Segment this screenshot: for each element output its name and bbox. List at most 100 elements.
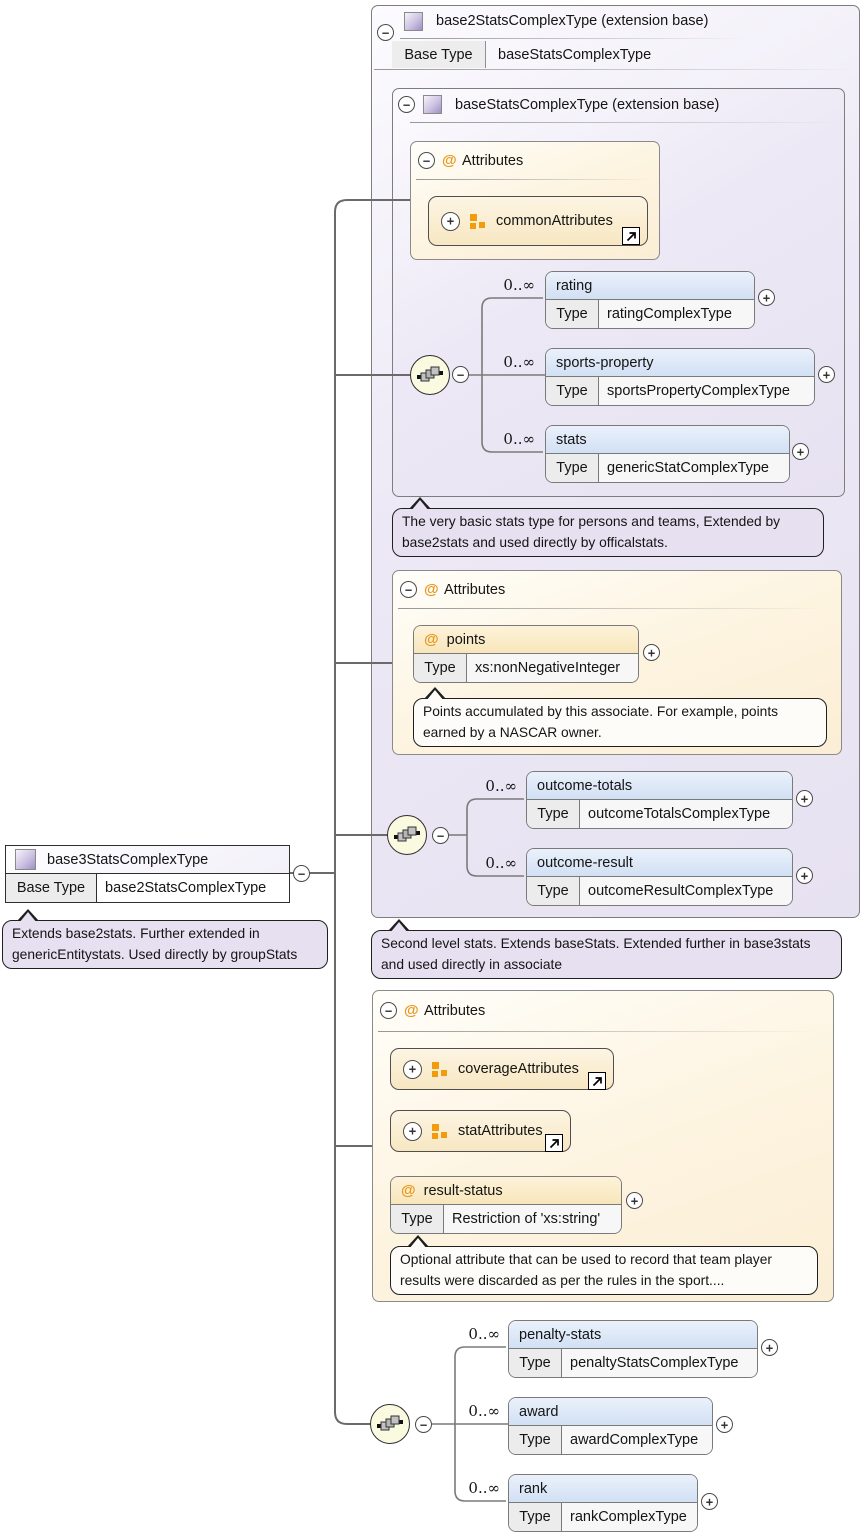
cardinality: 0..∞ [468, 1402, 500, 1420]
element-penalty-stats[interactable]: penalty-stats Type penaltyStatsComplexTy… [508, 1320, 758, 1378]
element-name: outcome-result [527, 849, 792, 877]
divider [400, 38, 746, 39]
expand-toggle-award[interactable]: + [716, 1416, 733, 1433]
sequence-icon [394, 826, 420, 842]
collapse-toggle-sequence3[interactable]: − [415, 1416, 432, 1433]
attribute-group-commonattributes[interactable]: + commonAttributes [428, 196, 648, 246]
attribute-result-status[interactable]: @ result-status Type Restriction of 'xs:… [390, 1176, 622, 1234]
type-label: Type [414, 654, 467, 682]
base2-title: base2StatsComplexType (extension base) [436, 13, 709, 29]
expand-toggle[interactable]: + [403, 1059, 422, 1079]
minus-icon: − [297, 866, 306, 881]
element-name: outcome-totals [527, 772, 792, 800]
attribute-group-statattributes[interactable]: + statAttributes [390, 1110, 571, 1152]
cardinality: 0..∞ [468, 1325, 500, 1343]
attribute-at-icon: @ [442, 152, 457, 169]
attribute-name: points [446, 631, 486, 648]
sequence-compositor-1[interactable] [410, 355, 450, 395]
divider [398, 608, 828, 609]
attribute-group-label: commonAttributes [496, 213, 613, 229]
attribute-group-label: coverageAttributes [458, 1061, 579, 1077]
expand-toggle-stats[interactable]: + [792, 443, 809, 460]
collapse-toggle-attributes2[interactable]: − [400, 581, 417, 598]
link-arrow-icon[interactable] [545, 1134, 563, 1152]
base-type-value[interactable]: baseStatsComplexType [498, 46, 652, 63]
cardinality: 0..∞ [468, 1479, 500, 1497]
attribute-group-icon [432, 1123, 447, 1139]
minus-icon: − [381, 25, 390, 40]
attribute-group-icon [470, 213, 485, 229]
collapse-toggle-base2[interactable]: − [377, 24, 394, 41]
plus-icon: + [705, 1494, 714, 1509]
type-value: ratingComplexType [599, 300, 754, 328]
cardinality: 0..∞ [503, 353, 535, 371]
plus-icon: + [446, 214, 455, 228]
expand-toggle[interactable]: + [441, 211, 460, 231]
expand-toggle-points[interactable]: + [643, 644, 660, 661]
collapse-toggle-base3[interactable]: − [293, 865, 310, 882]
minus-icon: − [404, 582, 413, 597]
sequence-compositor-3[interactable] [370, 1404, 410, 1444]
expand-toggle[interactable]: + [403, 1121, 422, 1141]
plus-icon: + [796, 444, 805, 459]
element-outcome-result[interactable]: outcome-result Type outcomeResultComplex… [526, 848, 793, 906]
element-outcome-totals[interactable]: outcome-totals Type outcomeTotalsComplex… [526, 771, 793, 829]
minus-icon: − [419, 1417, 428, 1432]
cardinality: 0..∞ [485, 777, 517, 795]
type-label: Type [527, 800, 580, 828]
type-value: outcomeResultComplexType [580, 877, 792, 905]
attribute-name: result-status [423, 1182, 503, 1199]
collapse-toggle-attributes1[interactable]: − [418, 152, 435, 169]
expand-toggle-rank[interactable]: + [701, 1493, 718, 1510]
collapse-toggle-sequence1[interactable]: − [452, 366, 469, 383]
type-value: awardComplexType [562, 1426, 712, 1454]
plus-icon: + [800, 791, 809, 806]
collapse-toggle-attributes3[interactable]: − [380, 1002, 397, 1019]
element-name: sports-property [546, 349, 814, 377]
sequence-compositor-2[interactable] [387, 815, 427, 855]
collapse-toggle-sequence2[interactable]: − [432, 827, 449, 844]
collapse-toggle-basestats[interactable]: − [398, 96, 415, 113]
type-box-base3stats[interactable]: base3StatsComplexType Base Type base2Sta… [5, 845, 290, 903]
plus-icon: + [408, 1124, 417, 1138]
annotation-basestats: The very basic stats type for persons an… [392, 497, 824, 558]
plus-icon: + [822, 367, 831, 382]
minus-icon: − [456, 367, 465, 382]
plus-icon: + [408, 1062, 417, 1076]
element-rating[interactable]: rating Type ratingComplexType [545, 271, 755, 329]
attribute-points[interactable]: @ points Type xs:nonNegativeInteger [413, 625, 639, 683]
attributes-heading: Attributes [444, 582, 506, 598]
link-arrow-icon[interactable] [588, 1072, 606, 1090]
sequence-icon [417, 366, 443, 382]
element-name: award [509, 1398, 712, 1426]
type-label: Type [546, 300, 599, 328]
element-rank[interactable]: rank Type rankComplexType [508, 1474, 698, 1532]
minus-icon: − [422, 153, 431, 168]
annotation-result-status: Optional attribute that can be used to r… [390, 1235, 818, 1296]
type-value: Restriction of 'xs:string' [444, 1205, 621, 1233]
divider [378, 1031, 818, 1032]
attribute-at-icon: @ [424, 631, 439, 648]
element-name: rank [509, 1475, 697, 1503]
element-award[interactable]: award Type awardComplexType [508, 1397, 713, 1455]
base-type-value[interactable]: base2StatsComplexType [105, 880, 267, 896]
expand-toggle-sports-property[interactable]: + [818, 366, 835, 383]
cardinality: 0..∞ [503, 430, 535, 448]
type-value: sportsPropertyComplexType [599, 377, 814, 405]
element-name: stats [546, 426, 789, 454]
plus-icon: + [647, 645, 656, 660]
element-stats[interactable]: stats Type genericStatComplexType [545, 425, 790, 483]
expand-toggle-rating[interactable]: + [758, 289, 775, 306]
link-arrow-icon[interactable] [622, 227, 640, 245]
annotation-base2: Second level stats. Extends baseStats. E… [371, 919, 842, 980]
expand-toggle-outcome-result[interactable]: + [796, 867, 813, 884]
expand-toggle-penalty-stats[interactable]: + [761, 1339, 778, 1356]
attribute-group-coverageattributes[interactable]: + coverageAttributes [390, 1048, 614, 1090]
divider [374, 69, 858, 70]
expand-toggle-outcome-totals[interactable]: + [796, 790, 813, 807]
expand-toggle-result-status[interactable]: + [626, 1192, 643, 1209]
element-sports-property[interactable]: sports-property Type sportsPropertyCompl… [545, 348, 815, 406]
base-type-label: Base Type [392, 41, 486, 68]
type-label: Type [509, 1503, 562, 1531]
